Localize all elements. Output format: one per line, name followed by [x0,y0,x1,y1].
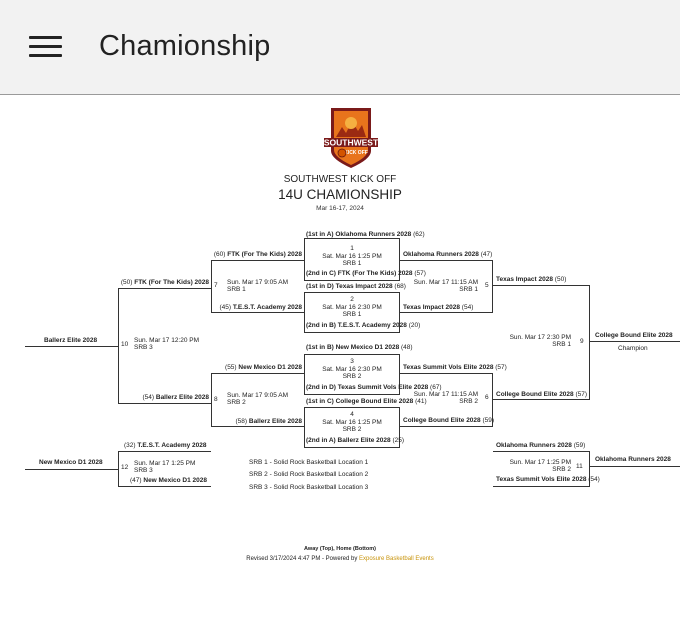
game-7-court: SRB 1 [227,286,246,293]
exposure-link[interactable]: Exposure Basketball Events [359,556,434,562]
game-6-top-team[interactable]: Texas Summit Vols Elite 2028 (57) [403,364,507,371]
game-5-top-team[interactable]: Oklahoma Runners 2028 (47) [403,251,493,258]
game-8-court: SRB 2 [227,399,246,406]
hamburger-menu-icon[interactable] [29,35,63,59]
game-7-bottom-team[interactable]: (45) T.E.S.T. Academy 2028 [219,304,302,311]
game-2-court: SRB 1 [342,311,362,318]
game-3-court: SRB 2 [342,373,362,380]
game-9-bottom-team[interactable]: College Bound Elite 2028 (57) [496,391,588,398]
game-11-court: SRB 2 [552,466,571,473]
event-organizer: SOUTHWEST KICK OFF [283,174,397,185]
game-4-court: SRB 2 [342,426,362,433]
champion-team[interactable]: College Bound Elite 2028 [595,332,673,339]
bracket-legend-note: Away (Top), Home (Bottom) [304,546,376,552]
game-3-time: Sat. Mar 16 2:30 PM [322,366,382,373]
location-srb-2: SRB 2 - Solid Rock Basketball Location 2 [249,471,369,478]
game-12-bottom-team[interactable]: (47) New Mexico D1 2028 [130,477,207,484]
game-2-top-team[interactable]: (1st in D) Texas Impact 2028 (68) [306,283,406,290]
game-3-bottom-team[interactable]: (2nd in D) Texas Summit Vols Elite 2028 … [306,384,442,391]
game-9-court: SRB 1 [552,341,571,348]
game-4-bottom-team[interactable]: (2nd in A) Ballerz Elite 2028 (25) [306,437,405,444]
game-5-number: 5 [485,282,489,289]
game-10-number: 10 [121,341,129,348]
game-5-time: Sun. Mar 17 11:15 AM [413,279,478,286]
southwest-kickoff-logo: SOUTHWEST KICK OFF [324,108,379,168]
game-6-bottom-team[interactable]: College Bound Elite 2028 (59) [403,417,495,424]
revised-footer: Revised 3/17/2024 4:47 PM - Powered by E… [0,556,680,562]
game-6-time: Sun. Mar 17 11:15 AM [413,391,478,398]
game-6-number: 6 [485,394,489,401]
game-5-bottom-team[interactable]: Texas Impact 2028 (54) [403,304,474,311]
event-title: 14U CHAMIONSHIP [278,187,402,202]
game-12-top-team[interactable]: (32) T.E.S.T. Academy 2028 [124,442,207,449]
game-11-winner[interactable]: Oklahoma Runners 2028 [595,456,671,463]
game-3-top-team[interactable]: (1st in B) New Mexico D1 2028 (48) [306,344,413,351]
game-4-number: 4 [350,411,354,418]
game-12-court: SRB 3 [134,467,153,474]
game-12-time: Sun. Mar 17 1:25 PM [134,460,196,467]
game-1-bottom-team[interactable]: (2nd in C) FTK (For The Kids) 2028 (57) [306,270,426,277]
game-6-court: SRB 2 [459,398,478,405]
game-11-bottom-team[interactable]: Texas Summit Vols Elite 2028 (54) [496,476,600,483]
game-2-time: Sat. Mar 16 2:30 PM [322,304,382,311]
game-5-court: SRB 1 [459,286,478,293]
game-8-bottom-team[interactable]: (58) Ballerz Elite 2028 [235,418,303,425]
game-9-number: 9 [580,338,584,345]
revised-text: Revised 3/17/2024 4:47 PM - Powered by [246,556,359,562]
game-10-time: Sun. Mar 17 12:20 PM [134,337,200,344]
game-10-court: SRB 3 [134,344,153,351]
game-8-time: Sun. Mar 17 9:05 AM [227,392,289,399]
app-bar: Chamionship [0,0,680,95]
game-1-number: 1 [350,245,354,252]
game-1-court: SRB 1 [342,260,362,267]
game-4-time: Sat. Mar 16 1:25 PM [322,419,382,426]
game-3-number: 3 [350,358,354,365]
game-2-bottom-team[interactable]: (2nd in B) T.E.S.T. Academy 2028 (20) [306,322,421,329]
svg-text:SOUTHWEST: SOUTHWEST [324,138,379,148]
game-12-number: 12 [121,464,129,471]
game-12-winner[interactable]: New Mexico D1 2028 [39,459,103,466]
location-srb-1: SRB 1 - Solid Rock Basketball Location 1 [249,459,369,466]
location-srb-3: SRB 3 - Solid Rock Basketball Location 3 [249,484,369,491]
game-1-top-team[interactable]: (1st in A) Oklahoma Runners 2028 (62) [306,231,425,238]
game-7-top-team[interactable]: (60) FTK (For The Kids) 2028 [213,251,302,258]
game-9-time: Sun. Mar 17 2:30 PM [509,334,571,341]
game-10-winner[interactable]: Ballerz Elite 2028 [44,337,98,344]
game-11-time: Sun. Mar 17 1:25 PM [509,459,571,466]
game-9-top-team[interactable]: Texas Impact 2028 (50) [496,276,567,283]
game-7-number: 7 [214,282,218,289]
game-1-time: Sat. Mar 16 1:25 PM [322,253,382,260]
game-10-bottom-team[interactable]: (54) Ballerz Elite 2028 [142,394,210,401]
game-8-top-team[interactable]: (55) New Mexico D1 2028 [225,364,302,371]
champion-label: Champion [618,345,648,352]
svg-text:KICK OFF: KICK OFF [344,150,368,156]
game-2-number: 2 [350,296,354,303]
event-dates: Mar 16-17, 2024 [316,205,364,212]
game-11-number: 11 [576,463,583,470]
app-title: Chamionship [99,30,271,62]
game-8-number: 8 [214,396,218,403]
game-10-top-team[interactable]: (50) FTK (For The Kids) 2028 [120,279,209,286]
game-4-top-team[interactable]: (1st in C) College Bound Elite 2028 (41) [306,398,427,405]
game-11-top-team[interactable]: Oklahoma Runners 2028 (59) [496,442,586,449]
game-7-time: Sun. Mar 17 9:05 AM [227,279,289,286]
